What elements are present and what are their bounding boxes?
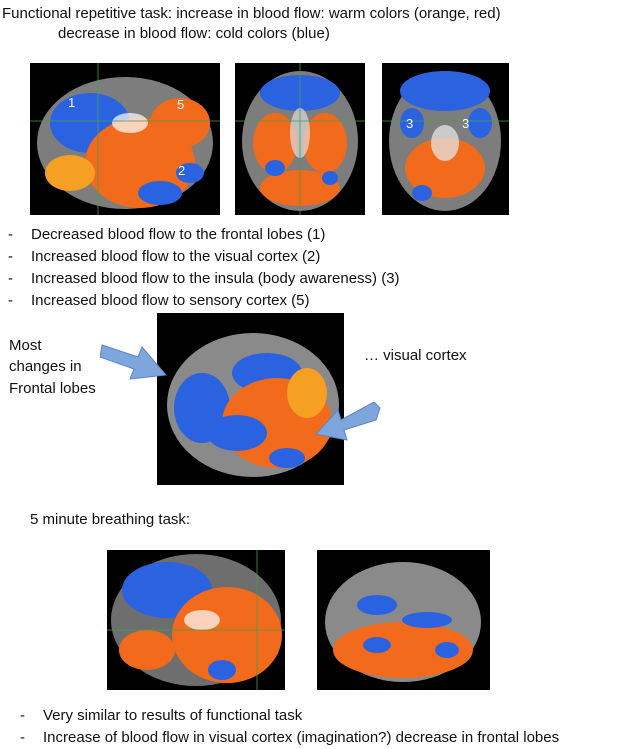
bullet-3: - Increased blood flow to the insula (bod… — [8, 269, 400, 289]
bullet-text: Increased blood flow to the visual corte… — [31, 248, 321, 265]
title-line-1: Functional repetitive task: increase in … — [2, 5, 501, 22]
arrow-right-icon — [315, 402, 381, 441]
bullet-text: Increased blood flow to the insula (body… — [31, 270, 400, 287]
bullet-dash: - — [20, 707, 25, 724]
scan-sagittal-1: 1 5 2 — [30, 63, 220, 215]
annotation-visual-cortex: … visual cortex — [364, 347, 467, 364]
scan-label-3-right: 3 — [462, 116, 469, 131]
scan-breathing-sagittal — [107, 550, 285, 690]
bullet-text: Decreased blood flow to the frontal lobe… — [31, 226, 326, 243]
scan-label-1: 1 — [68, 95, 75, 110]
scan-axial-2 — [235, 63, 365, 215]
bullet-dash: - — [8, 270, 13, 287]
title-line-2: decrease in blood flow: cold colors (blu… — [58, 25, 330, 42]
bullet-2: - Increased blood flow to the visual cort… — [8, 247, 320, 267]
annotation-frontal-lobes: Frontal lobes — [9, 380, 96, 397]
bullet-dash: - — [8, 226, 13, 243]
scan-label-5: 5 — [177, 97, 184, 112]
scan-breathing-3d — [317, 550, 490, 690]
bullet-1: - Decreased blood flow to the frontal lob… — [8, 225, 325, 245]
annotation-most: Most — [9, 337, 42, 354]
bullet-text: Increased blood flow to sensory cortex (… — [31, 292, 310, 309]
arrow-left-icon — [100, 344, 167, 380]
bullet-text: Increase of blood flow in visual cortex … — [43, 729, 560, 746]
bullet-dash: - — [20, 729, 25, 746]
scan-3d-brain — [157, 313, 344, 485]
scan-label-3-left: 3 — [406, 116, 413, 131]
annotation-changes-in: changes in — [9, 358, 82, 375]
bullet-6: - Increase of blood flow in visual cortex… — [20, 728, 559, 748]
bullet-4: - Increased blood flow to sensory cortex … — [8, 291, 309, 311]
bullet-5: - Very similar to results of functional t… — [20, 706, 302, 726]
bullet-dash: - — [8, 292, 13, 309]
breathing-heading: 5 minute breathing task: — [30, 511, 191, 528]
scan-label-2: 2 — [178, 163, 185, 178]
scan-axial-3: 3 3 — [382, 63, 509, 215]
bullet-text: Very similar to results of functional ta… — [43, 707, 303, 724]
bullet-dash: - — [8, 248, 13, 265]
